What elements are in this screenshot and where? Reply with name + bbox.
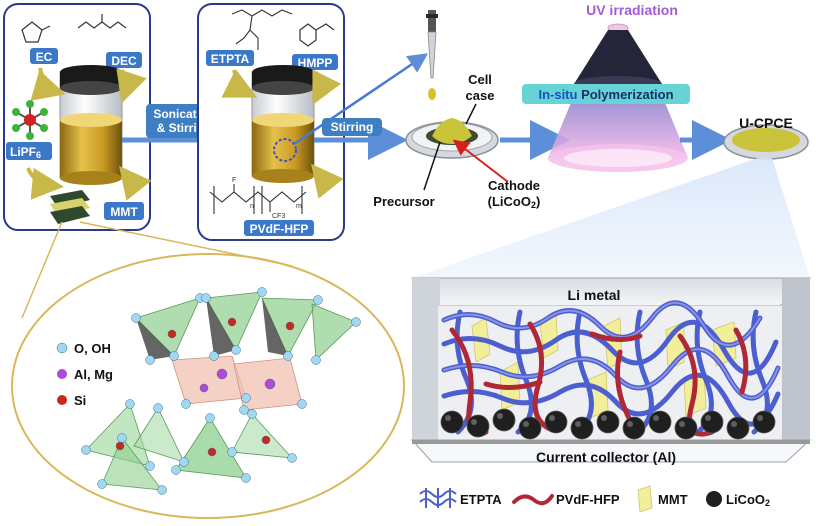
legend-o-oh: O, OH [74,341,111,356]
current-collector-label: Current collector (Al) [536,449,676,465]
product-label: U-CPCE [739,115,793,131]
beaker-2 [251,65,315,183]
hmpp-tag: HMPP [292,54,338,70]
uv-irradiation-label: UV irradiation [586,2,678,18]
flow-arrow-etpta [221,68,258,98]
pipette [426,10,438,100]
product-cell [723,124,809,160]
cell-case-label-1: Cell [468,72,492,87]
etpta-network-light [443,301,779,399]
coin-cell-case [405,118,499,159]
mmt-label: MMT [110,205,138,219]
stirring-tag: Stirring [322,118,382,136]
pvdf-sub-n: n [250,203,254,210]
stirring-label: Stirring [331,120,374,134]
hmpp-label: HMPP [298,56,333,70]
legend-etpta-icon [419,488,457,508]
polymerization-label: In-situ Polymerization [538,87,673,102]
etpta-label: ETPTA [211,52,250,66]
ec-tag: EC [30,48,58,64]
etpta-tag: ETPTA [206,50,254,66]
precursor-label: Precursor [373,194,434,209]
mmt-zoom-line-right [79,221,293,267]
mmt-stack [50,190,90,224]
li-metal-label: Li metal [568,287,621,303]
mmt-legend: O, OH Al, Mg Si [56,341,113,408]
legend-al-mg: Al, Mg [74,367,113,382]
flow-arrow-lipf6 [26,167,64,200]
flow-arrow-hmpp [312,69,342,106]
lipf6-tag: LiPF6 [6,142,52,160]
cell-case-label-2: case [466,88,495,103]
cathode-pointer [452,139,509,183]
licoo2-highlights [445,413,763,427]
dec-molecule [77,14,127,29]
legend-pvdf-icon [512,494,554,506]
legend-licoo2-icon [706,491,722,507]
legend-licoo2-label: LiCoO2 [726,492,770,508]
etpta-molecule [231,9,293,50]
hmpp-molecule [299,23,335,47]
pvdf-group-cf3: CF3 [272,213,285,220]
mmt-zoom-line-left [21,221,63,319]
pvdf-tag: PVdF-HFP [244,220,314,236]
lipf6-label: LiPF6 [10,145,41,160]
flow-arrow-mmt [119,165,152,201]
beaker-1 [59,65,123,185]
dec-tag: DEC [106,52,142,68]
mmt-atoms [81,287,361,495]
polymerization-tag: In-situ Polymerization [522,84,690,104]
pvdf-label: PVdF-HFP [250,222,309,236]
ec-label: EC [36,50,53,64]
ec-molecule [21,21,51,43]
flow-arrow-ec [30,67,66,101]
zoom-pointer [293,53,429,146]
cell-case-pointer [465,103,477,125]
legend-mmt-label: MMT [658,492,688,507]
pvdf-atom-f: F [232,177,236,184]
precursor-pointer [423,141,441,191]
legend-mmt-icon [637,485,653,513]
dec-label: DEC [111,54,137,68]
cathode-label-2: (LiCoO2) [488,194,541,210]
pvdf-sub-m: m [296,203,302,210]
cathode-label-1: Cathode [488,178,540,193]
flow-arrow-dec [116,68,147,104]
flow-arrow-pvdf [311,163,344,199]
pvdf-structure [209,184,307,214]
legend-si: Si [74,393,86,408]
bottom-legend: ETPTA PVdF-HFP MMT LiCoO2 [419,485,770,513]
legend-pvdf-label: PVdF-HFP [556,492,620,507]
zoom-beam [412,158,810,278]
mmt-tag: MMT [104,202,144,220]
legend-etpta-label: ETPTA [460,492,502,507]
